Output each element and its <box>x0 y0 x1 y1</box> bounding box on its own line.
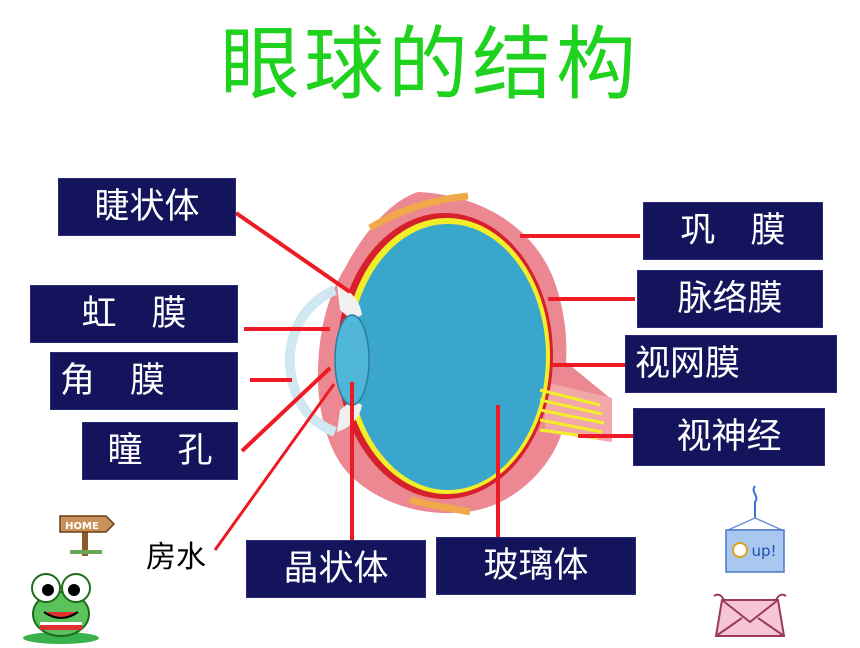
envelope-icon[interactable] <box>712 592 788 642</box>
page-title: 眼球的结构 <box>220 18 640 111</box>
ciliary-region-lower <box>337 400 362 432</box>
label-choroid: 脉络膜 <box>637 270 823 328</box>
lower-muscle <box>409 496 471 516</box>
label-pupil: 瞳 孔 <box>82 422 238 480</box>
label-retina: 视网膜 <box>625 335 837 393</box>
optic-nerve-sheath <box>545 382 612 442</box>
label-sclera: 巩 膜 <box>643 202 823 260</box>
vitreous-body <box>350 224 546 490</box>
label-aqueous-humor: 房水 <box>146 540 206 575</box>
home-sign-icon[interactable]: HOME <box>56 510 116 556</box>
leader-lines <box>213 211 640 551</box>
leader-ciliary <box>234 211 352 294</box>
leader-pupil <box>240 366 332 453</box>
label-optic-nerve: 视神经 <box>633 408 825 466</box>
label-iris: 虹 膜 <box>30 285 238 343</box>
label-vitreous-body: 玻璃体 <box>436 537 636 595</box>
upper-muscle <box>368 192 469 232</box>
label-lens: 晶状体 <box>246 540 426 598</box>
leader-aqueous <box>213 383 336 551</box>
label-cornea: 角 膜 <box>50 352 238 410</box>
up-button-icon[interactable]: up! <box>722 484 788 576</box>
label-ciliary-body: 睫状体 <box>58 178 236 236</box>
home-sign-text: HOME <box>65 521 99 532</box>
up-button-text: up! <box>751 542 776 560</box>
ciliary-region <box>337 285 362 320</box>
frog-mascot-icon <box>20 568 102 644</box>
